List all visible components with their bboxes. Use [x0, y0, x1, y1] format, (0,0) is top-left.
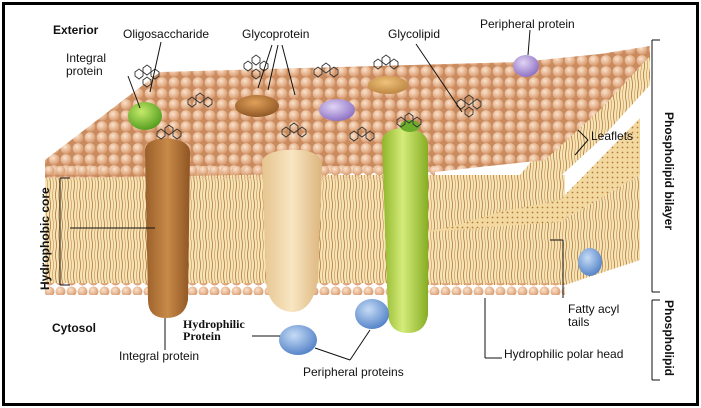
- label-peripheral-protein-top: Peripheral protein: [480, 17, 575, 31]
- purple-protein: [319, 99, 355, 121]
- label-peripheral-proteins: Peripheral proteins: [303, 365, 404, 379]
- label-phospholipid: Phospholipid: [662, 300, 676, 376]
- label-leaflets: Leaflets: [591, 129, 634, 143]
- label-cytosol: Cytosol: [52, 321, 97, 335]
- label-hydrophilic-protein: Hydrophilic Protein: [183, 317, 245, 343]
- peripheral-protein-bottom-right: [355, 299, 389, 329]
- oligosaccharide-chains: [134, 54, 482, 142]
- label-integral-protein-bottom: Integral protein: [119, 349, 200, 363]
- label-hydrophobic-core: Hydrophobic core: [38, 187, 52, 290]
- integral-protein-brown: [145, 138, 190, 318]
- dotted-tail-surface: [420, 118, 640, 232]
- top-head-row: [45, 166, 435, 178]
- label-fatty-acyl-tails: Fatty acyl tails: [568, 302, 620, 329]
- peripheral-protein-top: [513, 55, 539, 77]
- glycolipid-cap: [368, 76, 408, 94]
- peripheral-protein-bottom-left: [279, 325, 317, 355]
- peripheral-protein-side: [578, 248, 602, 276]
- label-glycoprotein: Glycoprotein: [242, 27, 310, 41]
- pointer-lines: [59, 29, 660, 381]
- label-exterior: Exterior: [53, 23, 99, 37]
- label-integral-protein-top: Integral protein: [66, 51, 107, 78]
- integral-protein-green-cap: [128, 102, 162, 130]
- glycoprotein-cream: [262, 149, 322, 312]
- label-glycolipid: Glycolipid: [388, 27, 441, 41]
- label-phospholipid-bilayer: Phospholipid bilayer: [662, 112, 676, 231]
- label-hydrophilic-polar-head: Hydrophilic polar head: [504, 347, 624, 361]
- transmembrane-protein-green: [382, 128, 428, 333]
- label-oligosaccharide: Oligosaccharide: [123, 27, 210, 41]
- glycoprotein-cap: [235, 95, 279, 117]
